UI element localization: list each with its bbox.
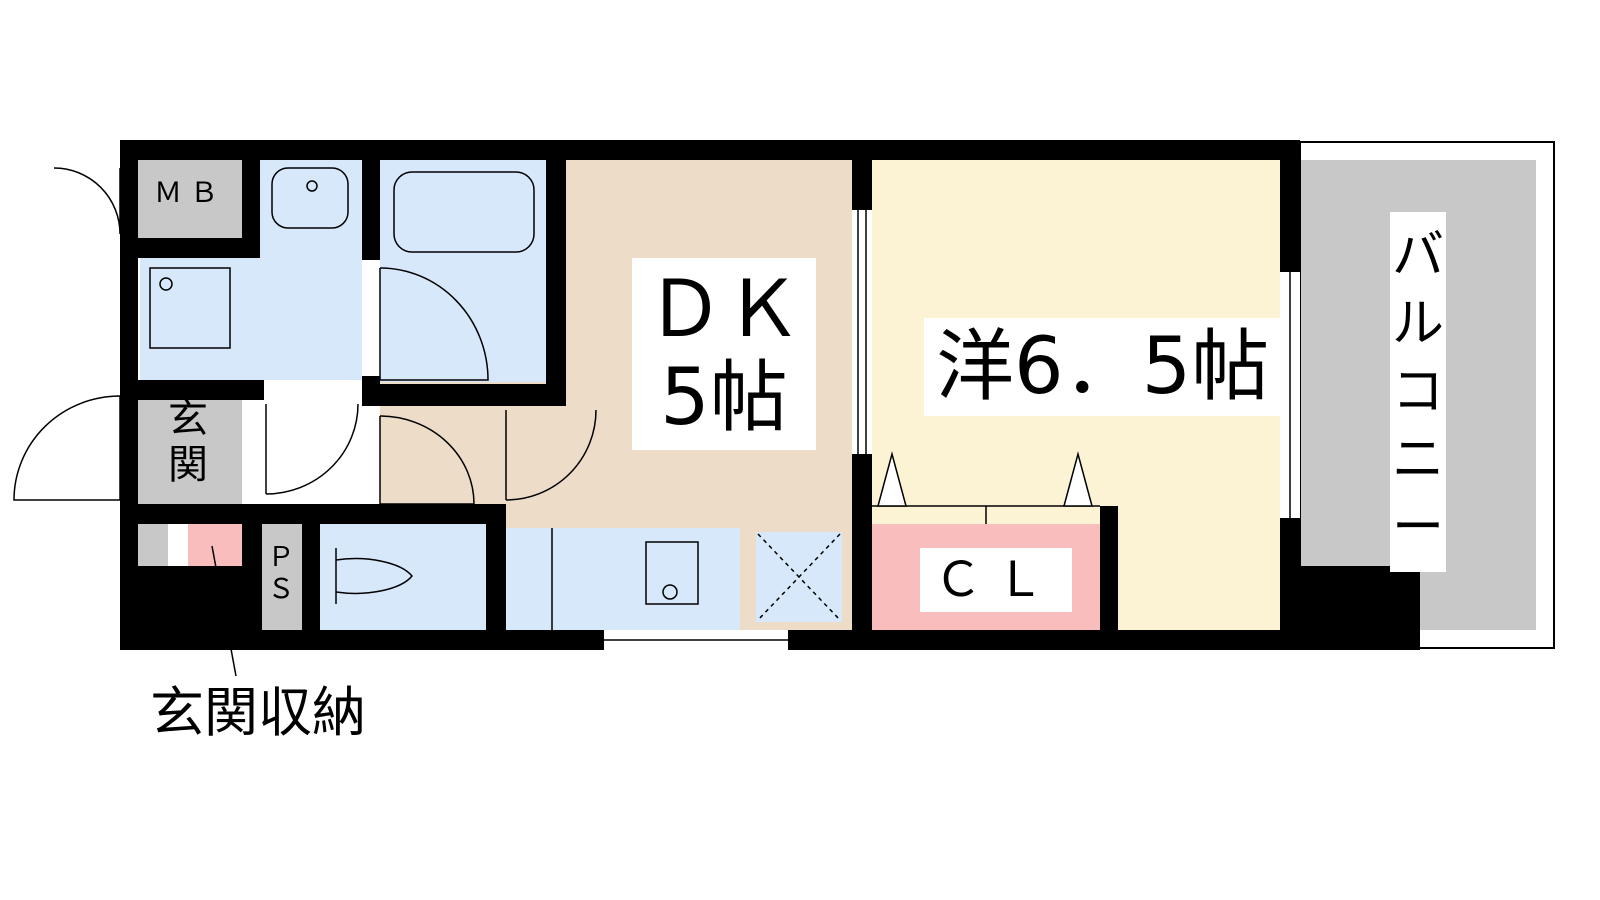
- entrance-floor: [138, 380, 242, 504]
- toilet-floor: [320, 524, 486, 630]
- entrance-storage-label: 玄関収納: [150, 681, 366, 744]
- walls: [120, 140, 1420, 650]
- meter-box: [138, 160, 242, 238]
- door-swings: [13, 167, 597, 505]
- meter-box-label: ＭＢ: [154, 176, 227, 209]
- balcony-label: バルコニー: [1390, 212, 1446, 572]
- entrance-label: 玄関: [168, 396, 208, 488]
- storage-leader-line: [211, 545, 237, 677]
- dining-kitchen-size: 5帖: [660, 353, 788, 443]
- washroom-floor: [140, 238, 362, 380]
- fixtures: [149, 167, 1100, 630]
- dining-kitchen-label: ＤＫ 5帖: [632, 258, 816, 450]
- dining-kitchen-name: ＤＫ: [645, 265, 802, 355]
- kitchen-counter: [506, 528, 740, 630]
- pipe-space-label: ＰＳ: [267, 542, 295, 605]
- pipe-space: [262, 524, 302, 630]
- western-room-label: 洋6．5帖: [924, 318, 1282, 416]
- washbasin-area: [260, 160, 362, 238]
- closet-label: ＣＬ: [920, 548, 1073, 612]
- utility-box: [138, 524, 168, 566]
